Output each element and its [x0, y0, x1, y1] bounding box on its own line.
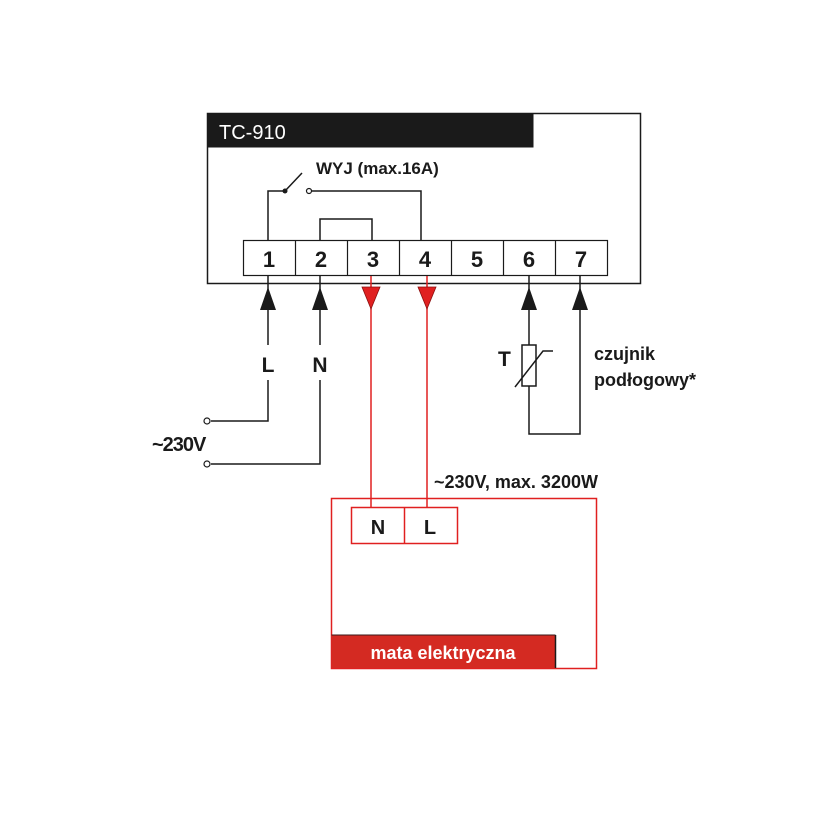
- supply-line-wire: [211, 276, 269, 422]
- terminal-4: 4: [419, 247, 432, 272]
- terminal-2: 2: [315, 247, 327, 272]
- controller-model: TC-910: [219, 122, 286, 144]
- arrow-up-icon: [260, 287, 276, 310]
- bridge-2-3: [319, 218, 373, 240]
- supply-line-label: L: [262, 354, 275, 377]
- load-terminal-l: L: [424, 517, 436, 539]
- terminal-3: 3: [367, 247, 379, 272]
- terminal-1: 1: [263, 247, 275, 272]
- arrow-up-icon: [572, 287, 588, 310]
- terminal-7: 7: [575, 247, 587, 272]
- terminal-6: 6: [523, 247, 535, 272]
- arrow-down-icon: [361, 286, 381, 311]
- controller-title-bar: [207, 113, 534, 148]
- thermistor-icon: [514, 344, 553, 388]
- load-wires: [370, 276, 428, 507]
- supply-terminal-n: [203, 460, 211, 468]
- terminal-strip: [242, 239, 609, 277]
- relay-pivot: [282, 188, 288, 194]
- arrow-up-icon: [521, 287, 537, 310]
- arrow-down-icon: [417, 286, 437, 311]
- heating-mat-name: mata elektryczna: [370, 643, 516, 663]
- heating-mat-box: [330, 497, 598, 670]
- supply-voltage-label: ~230V: [152, 434, 207, 456]
- heating-mat-name-bar: [331, 635, 556, 668]
- supply-neutral-label: N: [312, 354, 327, 377]
- sensor-symbol-label: T: [498, 348, 511, 371]
- relay-label: WYJ (max.16A): [316, 159, 439, 178]
- load-terminal-n: N: [371, 517, 385, 539]
- supply-terminal-l: [203, 417, 211, 425]
- load-rating-label: ~230V, max. 3200W: [434, 472, 598, 492]
- relay-contact: [305, 187, 313, 195]
- terminal-5: 5: [471, 247, 483, 272]
- arrow-up-icon: [312, 287, 328, 310]
- relay-switch: [267, 172, 422, 240]
- sensor-label-line2: podłogowy*: [594, 370, 696, 390]
- sensor-label-line1: czujnik: [594, 344, 656, 364]
